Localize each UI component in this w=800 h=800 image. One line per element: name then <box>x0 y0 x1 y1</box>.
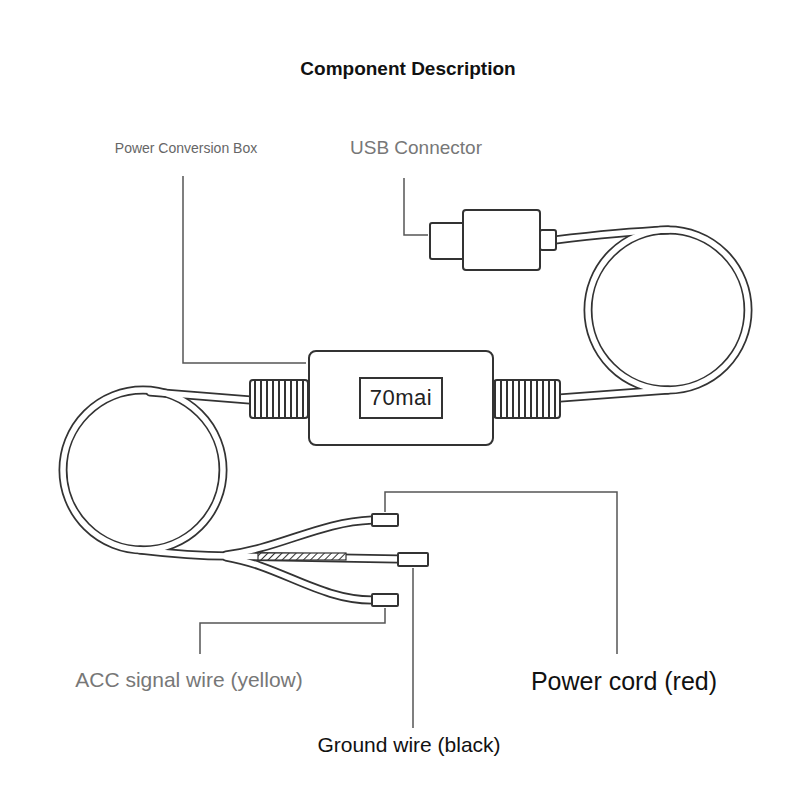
wire-name: Ground wire (black) <box>317 733 500 757</box>
diagram-title: Component Description <box>300 58 515 80</box>
power-conversion-box: 70mai <box>308 350 494 446</box>
part-name: USB Connector <box>350 137 482 159</box>
wire-name: ACC signal wire (yellow) <box>75 668 303 692</box>
wire-terminal <box>372 514 428 606</box>
leader-line <box>183 176 617 728</box>
cable-inner <box>63 230 748 600</box>
usb-connector <box>430 210 556 270</box>
brand-label: 70mai <box>359 377 443 419</box>
part-name: Power Conversion Box <box>115 140 257 156</box>
wire-name: Power cord (red) <box>531 667 717 696</box>
strain-relief <box>494 380 560 418</box>
wire-hatching <box>258 553 346 560</box>
strain-relief <box>250 380 308 418</box>
cable-outline <box>63 230 748 600</box>
